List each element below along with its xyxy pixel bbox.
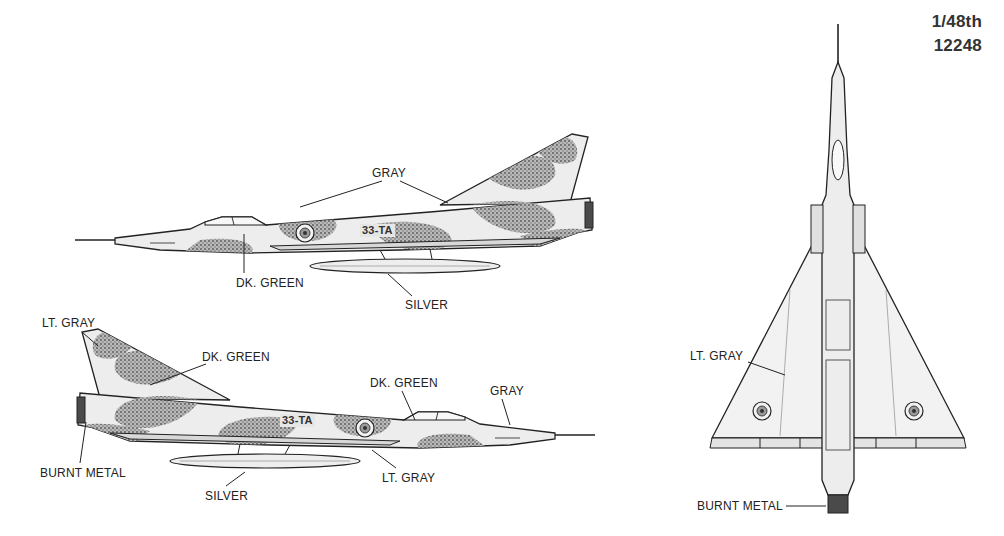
color-callout: LT. GRAY xyxy=(690,349,743,363)
leader-lines xyxy=(80,181,826,506)
color-callout: BURNT METAL xyxy=(697,499,783,513)
roundel xyxy=(753,402,771,420)
side-view-right xyxy=(77,328,595,468)
fuselage-plan xyxy=(822,62,854,495)
canopy xyxy=(832,140,844,180)
side-view-left xyxy=(75,133,593,273)
aircraft-code: 33-TA xyxy=(280,414,315,427)
color-callout: GRAY xyxy=(372,166,406,180)
exhaust xyxy=(828,495,848,513)
color-callout: GRAY xyxy=(490,384,524,398)
intake xyxy=(811,205,823,253)
color-callout: SILVER xyxy=(205,489,248,503)
color-callout: LT. GRAY xyxy=(42,316,95,330)
color-callout: LT. GRAY xyxy=(382,471,435,485)
plan-view xyxy=(710,24,966,513)
kit-number: 12248 xyxy=(934,36,982,56)
scale-label: 1/48th xyxy=(932,12,982,32)
aircraft-code: 33-TA xyxy=(360,224,395,237)
intake xyxy=(853,205,865,253)
color-callout: SILVER xyxy=(405,298,448,312)
roundel xyxy=(905,402,923,420)
color-callout: DK. GREEN xyxy=(236,276,304,290)
color-callout: DK. GREEN xyxy=(202,350,270,364)
color-callout: BURNT METAL xyxy=(40,466,126,480)
color-callout: DK. GREEN xyxy=(370,376,438,390)
